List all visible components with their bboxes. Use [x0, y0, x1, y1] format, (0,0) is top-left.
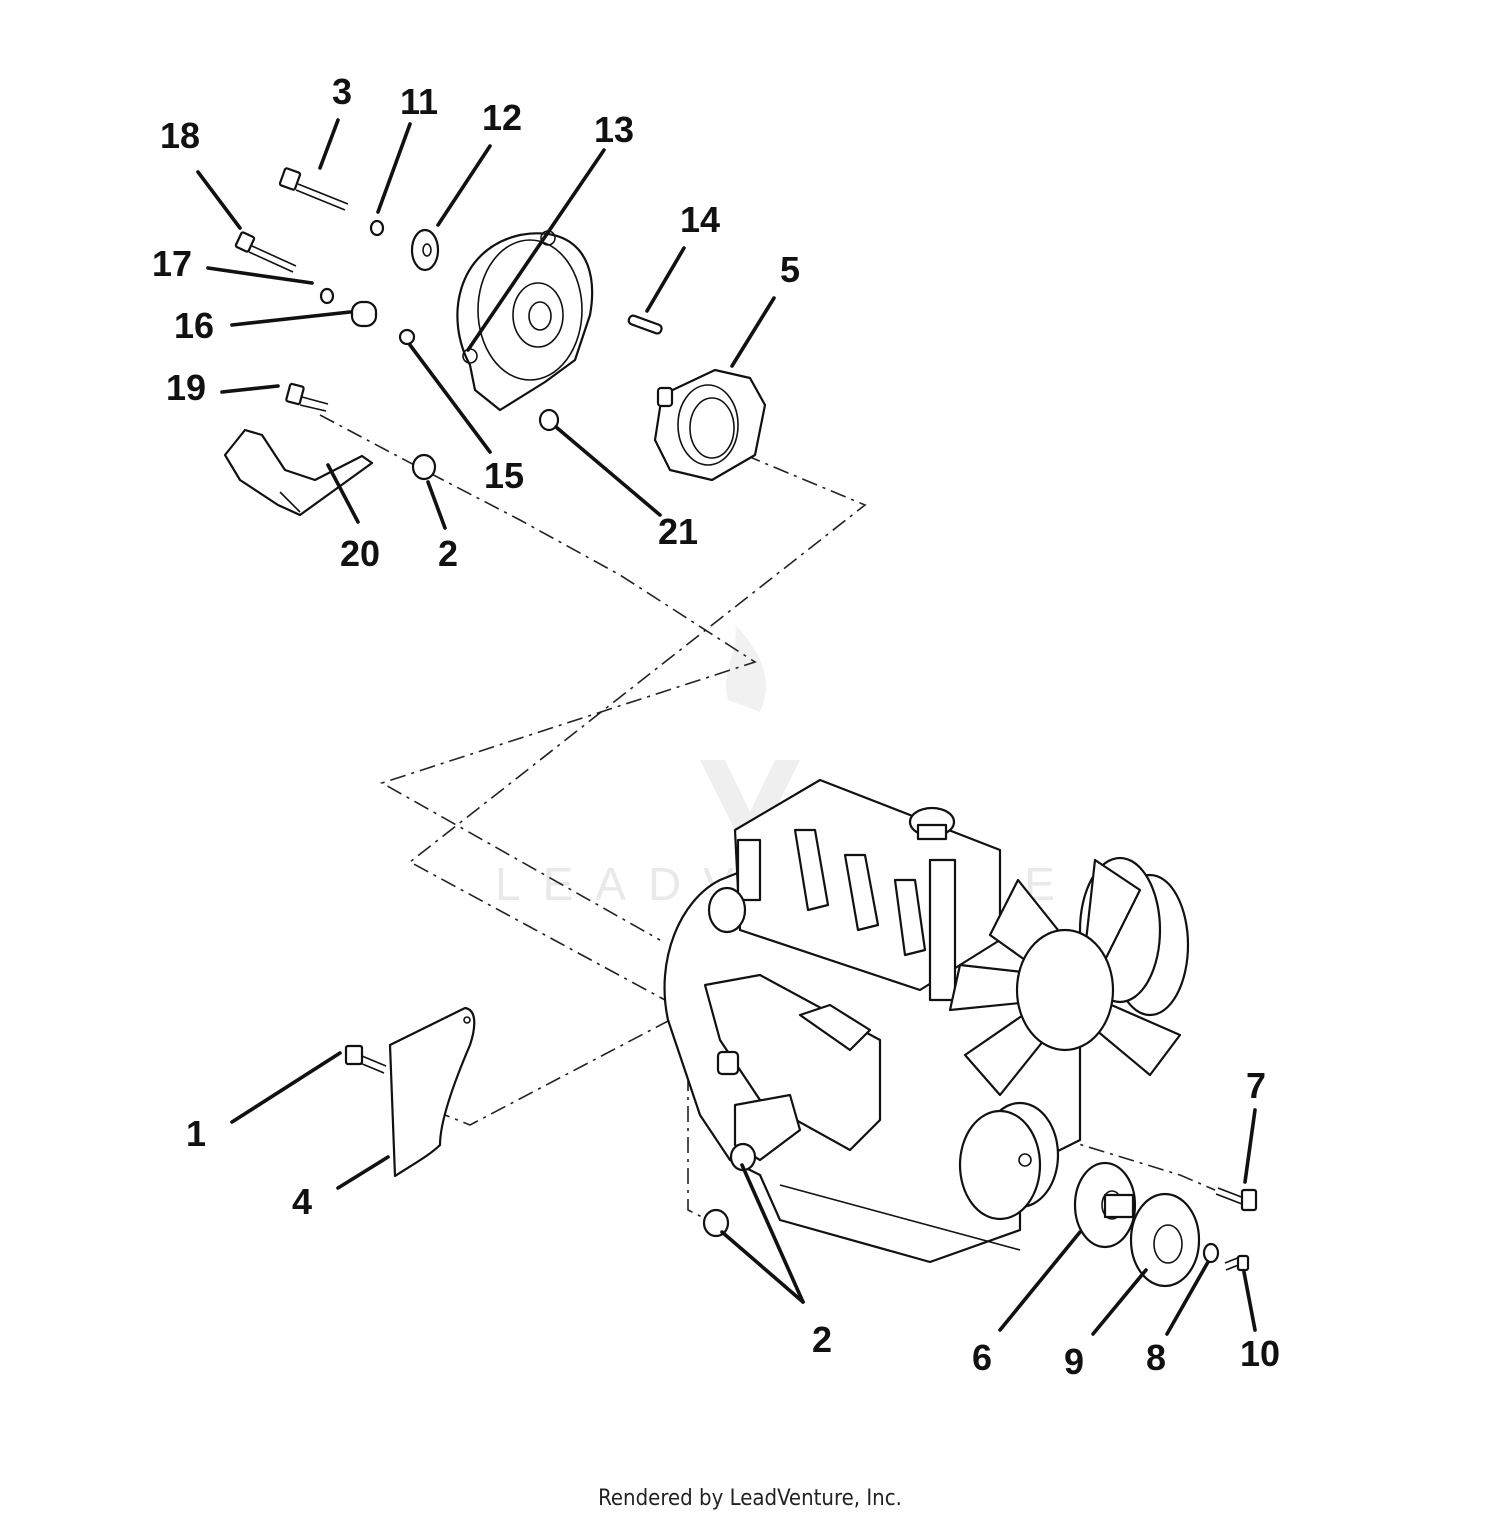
engine-assembly: [663, 778, 1190, 1264]
callout-2-lower: 2: [812, 1319, 832, 1360]
callout-19: 19: [166, 367, 206, 408]
callout-10: 10: [1240, 1333, 1280, 1374]
callout-18: 18: [160, 115, 200, 156]
bolt-18: [234, 231, 297, 273]
callout-16: 16: [174, 305, 214, 346]
bracket-20: [223, 428, 374, 517]
callout-12: 12: [482, 97, 522, 138]
callout-11: 11: [400, 81, 438, 122]
callout-14: 14: [680, 199, 720, 240]
callout-7: 7: [1246, 1065, 1266, 1106]
bolt-7: [1215, 1187, 1258, 1212]
bolt-3: [278, 167, 349, 211]
callout-15: 15: [484, 455, 524, 496]
callout-5: 5: [780, 249, 800, 290]
pulley-9: [1129, 1192, 1201, 1288]
washer-12: [410, 228, 440, 272]
callout-1: 1: [186, 1113, 206, 1154]
nut-2-engine-b: [702, 1208, 730, 1238]
callout-6: 6: [972, 1337, 992, 1378]
callout-20: 20: [340, 533, 380, 574]
callout-8: 8: [1146, 1337, 1166, 1378]
nut-15: [398, 328, 416, 346]
leader-lines: [196, 118, 1257, 1336]
callout-9: 9: [1064, 1341, 1084, 1382]
callout-13: 13: [594, 109, 634, 150]
washer-17: [319, 287, 335, 305]
shield-4: [388, 1006, 476, 1178]
callout-21: 21: [658, 511, 698, 552]
bolt-10: [1224, 1254, 1250, 1272]
callout-numbers: 18 3 11 12 13 14 5 17 16 19 15 21 20 2 1…: [152, 71, 1280, 1382]
plate-5: [653, 368, 767, 482]
nut-21: [538, 408, 560, 432]
nut-11: [369, 219, 385, 237]
clutch-13: [456, 230, 594, 412]
callout-4: 4: [292, 1181, 312, 1222]
bolt-1: [344, 1044, 387, 1074]
callout-2-upper: 2: [438, 533, 458, 574]
nut-2-upper: [411, 453, 437, 481]
hub-6: [1073, 1161, 1137, 1249]
washer-8: [1202, 1242, 1220, 1264]
fan: [948, 858, 1182, 1097]
spacer-16: [350, 300, 378, 328]
callout-17: 17: [152, 243, 192, 284]
render-credit: Rendered by LeadVenture, Inc.: [598, 1486, 902, 1511]
bolt-19: [285, 382, 329, 412]
callout-3: 3: [332, 71, 352, 112]
key-14: [627, 314, 663, 335]
